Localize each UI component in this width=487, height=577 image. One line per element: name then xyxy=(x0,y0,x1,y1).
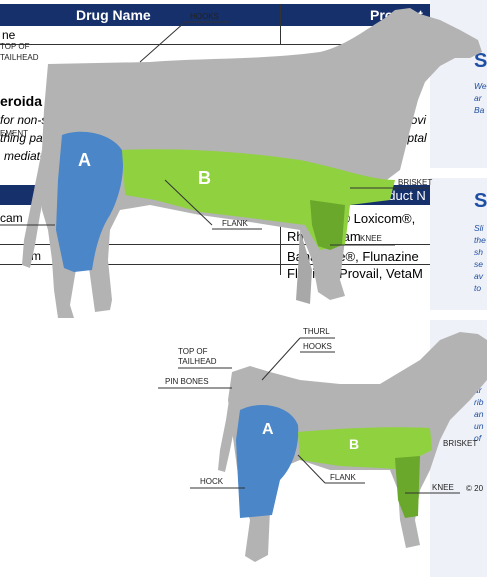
small-thurl-leader xyxy=(262,338,300,380)
small-topof-line2: TAILHEAD xyxy=(178,357,217,366)
small-region-a-letter: A xyxy=(262,421,274,438)
small-copyright: © 20 xyxy=(466,484,484,493)
small-thurl-label: THURL xyxy=(303,327,330,336)
small-region-b-letter: B xyxy=(349,436,359,452)
small-topof-line1: TOP OF xyxy=(178,347,208,356)
small-hooks-label: HOOKS xyxy=(303,342,332,351)
small-cow-region-a: A xyxy=(236,405,298,518)
small-knee-label: KNEE xyxy=(432,483,454,492)
small-brisket-label: BRISKET xyxy=(443,439,477,448)
small-pin-bones-label: PIN BONES xyxy=(165,377,209,386)
small-flank-label: FLANK xyxy=(330,473,356,482)
small-cow-region-b: B xyxy=(298,427,432,518)
small-hock-label: HOCK xyxy=(200,477,224,486)
